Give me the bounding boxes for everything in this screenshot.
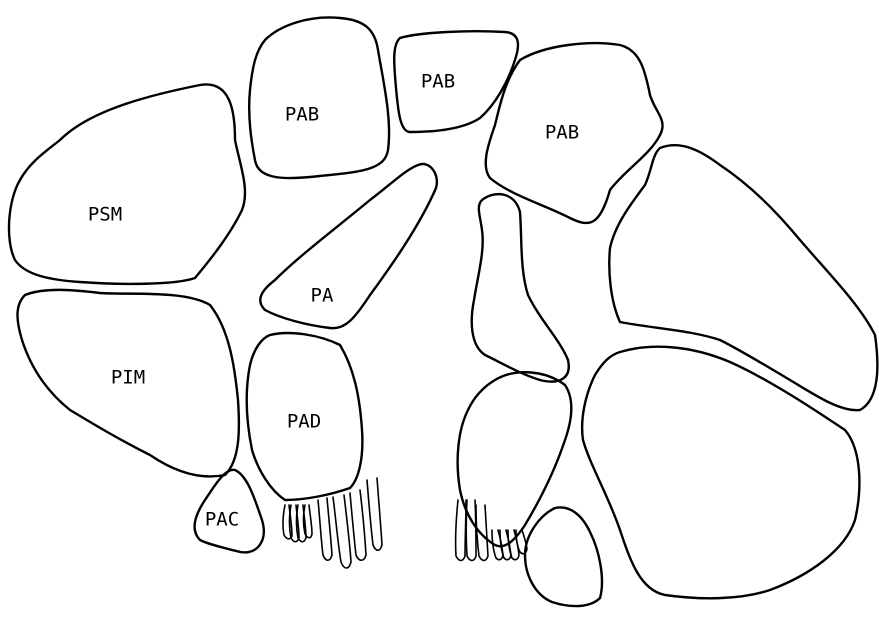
small-bottom-bone-outline	[525, 507, 602, 606]
label-pa: PA	[311, 285, 334, 307]
label-pab-left: PAB	[285, 104, 319, 126]
psm-outline	[9, 84, 245, 283]
elongated-bone-outline	[472, 194, 569, 381]
label-pab-right: PAB	[545, 122, 579, 144]
clawed-bone-outline	[458, 372, 572, 546]
pa-outline	[260, 164, 437, 328]
pab-left-outline	[249, 17, 389, 178]
label-pim: PIM	[111, 367, 145, 389]
large-upper-right-bone-outline	[609, 145, 877, 410]
clawed-bone-claw-cluster	[456, 500, 527, 561]
label-psm: PSM	[88, 204, 122, 226]
pab-middle-outline	[394, 31, 518, 132]
label-pac: PAC	[205, 509, 239, 531]
large-lower-right-bone-outline	[582, 347, 859, 599]
label-pab-middle: PAB	[421, 71, 455, 93]
label-pad: PAD	[287, 411, 321, 433]
pad-claw-cluster	[283, 478, 382, 568]
